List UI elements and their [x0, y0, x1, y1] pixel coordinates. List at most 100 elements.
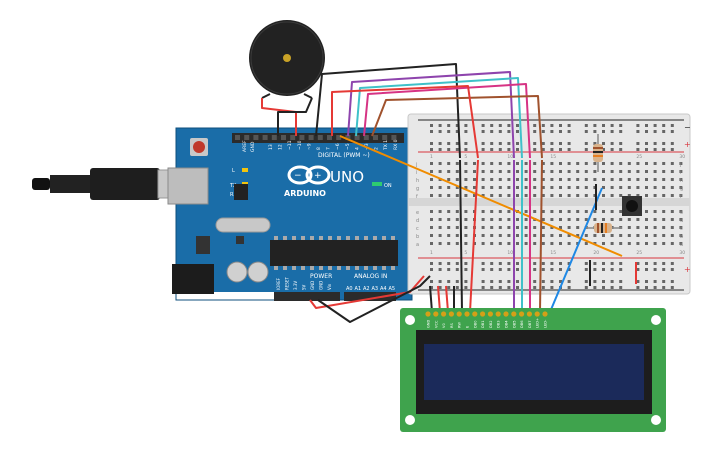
rail-hole	[662, 130, 666, 133]
rail-hole	[610, 124, 614, 127]
rail-hole	[653, 262, 657, 265]
wire-lcd-v0	[445, 285, 449, 313]
rail-hole	[481, 280, 485, 283]
breadboard-hole	[662, 170, 666, 173]
breadboard-hole	[559, 234, 562, 237]
lcd-pin-label: GND	[427, 320, 431, 328]
rail-hole	[533, 142, 537, 145]
lcd-pin-pad	[456, 311, 462, 317]
rail-hole	[584, 124, 588, 127]
column-number: 30	[679, 154, 685, 160]
rail-hole	[619, 130, 623, 133]
rail-hole	[455, 262, 459, 265]
breadboard-hole	[550, 186, 554, 189]
breadboard-hole	[541, 242, 545, 245]
rail-hole	[645, 124, 648, 127]
chip-pin	[310, 266, 314, 270]
chip-pin	[355, 236, 359, 240]
chip-pin	[373, 236, 377, 240]
chip-pin	[292, 266, 296, 270]
wire-blue	[549, 187, 603, 313]
breadboard-hole	[670, 162, 674, 165]
breadboard-hole	[567, 226, 571, 229]
rail-hole	[602, 124, 605, 127]
breadboard-hole	[602, 218, 605, 221]
rail-hole	[516, 148, 519, 151]
rail-hole	[533, 286, 537, 289]
chip-pin	[373, 266, 377, 270]
breadboard-hole	[602, 178, 605, 181]
svg-text:+: +	[314, 171, 322, 181]
breadboard-hole	[481, 226, 485, 229]
rail-hole	[636, 142, 640, 145]
rail-hole	[584, 130, 588, 133]
breadboard-hole	[455, 226, 459, 229]
lcd-pin-label: LED+	[536, 318, 540, 328]
breadboard-hole	[516, 226, 519, 229]
breadboard-hole	[490, 162, 494, 165]
row-letter: f	[680, 194, 682, 200]
breadboard-hole	[593, 170, 597, 173]
rail-hole	[670, 268, 674, 271]
lcd-pin-pad	[542, 311, 548, 317]
breadboard-hole	[438, 210, 442, 213]
column-number: 20	[593, 250, 599, 256]
rail-hole	[559, 262, 562, 265]
rail-plus-label-bottom: +	[684, 265, 691, 274]
rail-hole	[438, 124, 442, 127]
rail-hole	[498, 280, 502, 283]
reset-button	[193, 141, 205, 153]
breadboard-hole	[455, 210, 459, 213]
rail-hole	[430, 262, 433, 265]
digital-pin-label: ~5	[345, 143, 351, 150]
column-number: 10	[507, 250, 513, 256]
breadboard-hole	[610, 218, 614, 221]
column-number: 15	[550, 250, 556, 256]
rail-hole	[559, 280, 562, 283]
breadboard-hole	[455, 186, 459, 189]
breadboard-hole	[481, 218, 485, 221]
column-number: 5	[464, 250, 467, 256]
rail-hole	[670, 124, 674, 127]
breadboard-hole	[576, 194, 580, 197]
wire-lcd-vcc	[437, 285, 441, 313]
rail-hole	[490, 280, 494, 283]
breadboard-hole	[567, 242, 571, 245]
breadboard-hole	[662, 210, 666, 213]
rail-hole	[645, 286, 648, 289]
chip-pin	[283, 266, 287, 270]
rail-hole	[550, 142, 554, 145]
breadboard-hole	[541, 226, 545, 229]
breadboard-hole	[679, 194, 683, 197]
rail-hole	[507, 142, 511, 145]
rail-hole	[653, 268, 657, 271]
breadboard-hole	[516, 186, 519, 189]
rail-hole	[438, 130, 442, 133]
svg-text:−: −	[294, 171, 302, 181]
rail-hole	[636, 124, 640, 127]
header-hole	[363, 135, 369, 140]
wire-black-v	[459, 159, 463, 313]
breadboard-hole	[430, 226, 433, 229]
breadboard-hole	[430, 162, 433, 165]
breadboard-hole	[550, 226, 554, 229]
lcd-pin-pad	[503, 311, 509, 317]
rail-hole	[541, 148, 545, 151]
breadboard-hole	[645, 210, 648, 213]
row-letter: h	[680, 178, 683, 184]
breadboard-hole	[593, 234, 597, 237]
rail-hole	[584, 268, 588, 271]
rail-hole	[593, 142, 597, 145]
crystal	[215, 217, 271, 233]
breadboard-hole	[490, 210, 494, 213]
rail-hole	[670, 142, 674, 145]
rail-hole	[541, 268, 545, 271]
rail-hole	[464, 286, 468, 289]
breadboard-hole	[490, 170, 494, 173]
breadboard-hole	[533, 226, 537, 229]
rail-hole	[619, 124, 623, 127]
breadboard-hole	[455, 194, 459, 197]
rail-hole	[584, 262, 588, 265]
rail-hole	[490, 130, 494, 133]
